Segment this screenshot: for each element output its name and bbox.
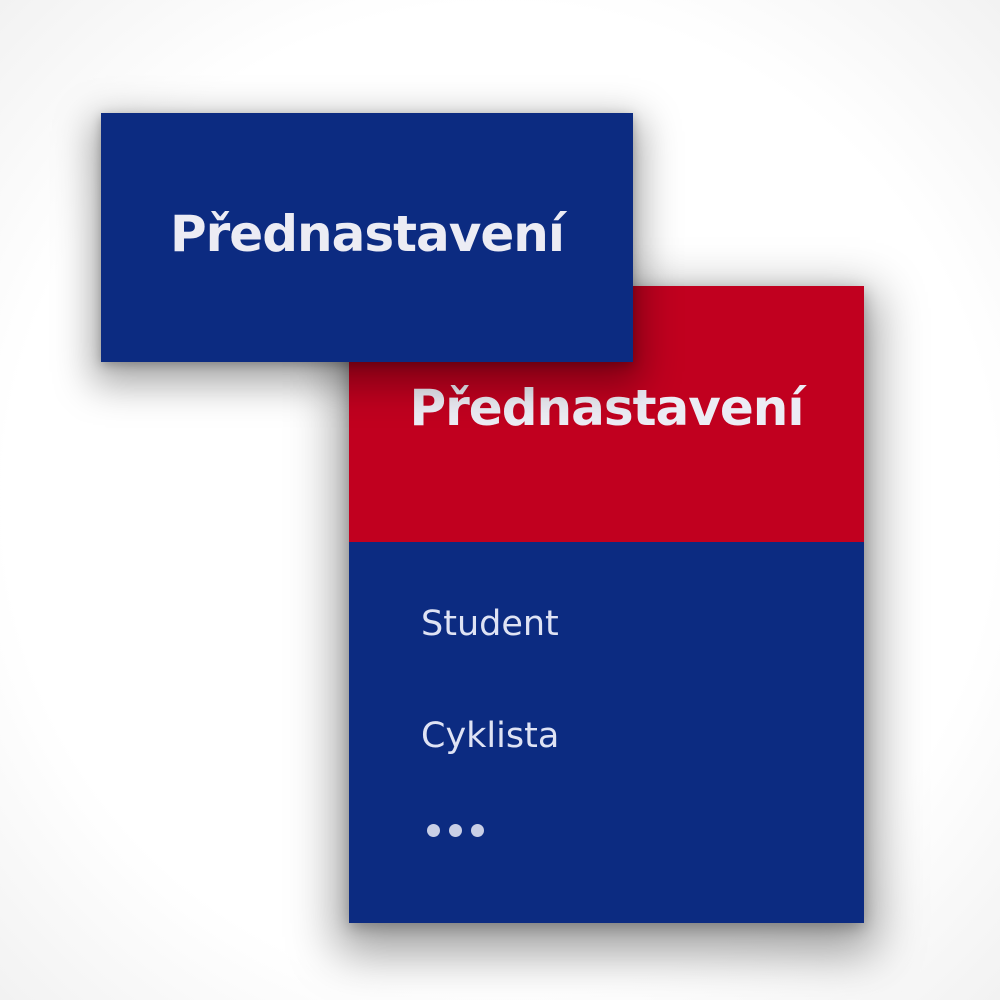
menu-item-student[interactable]: Student	[421, 604, 559, 644]
preset-dropdown: Přednastavení Student Cyklista	[349, 286, 864, 923]
preset-button-label: Přednastavení	[170, 204, 565, 263]
ellipsis-dot	[449, 824, 462, 837]
dropdown-header-label: Přednastavení	[409, 379, 805, 437]
menu-item-cyklista[interactable]: Cyklista	[421, 716, 560, 756]
ellipsis-icon[interactable]	[427, 824, 484, 837]
preset-button[interactable]: Přednastavení	[101, 113, 633, 362]
ellipsis-dot	[471, 824, 484, 837]
ellipsis-dot	[427, 824, 440, 837]
dropdown-list: Student Cyklista	[349, 542, 864, 923]
